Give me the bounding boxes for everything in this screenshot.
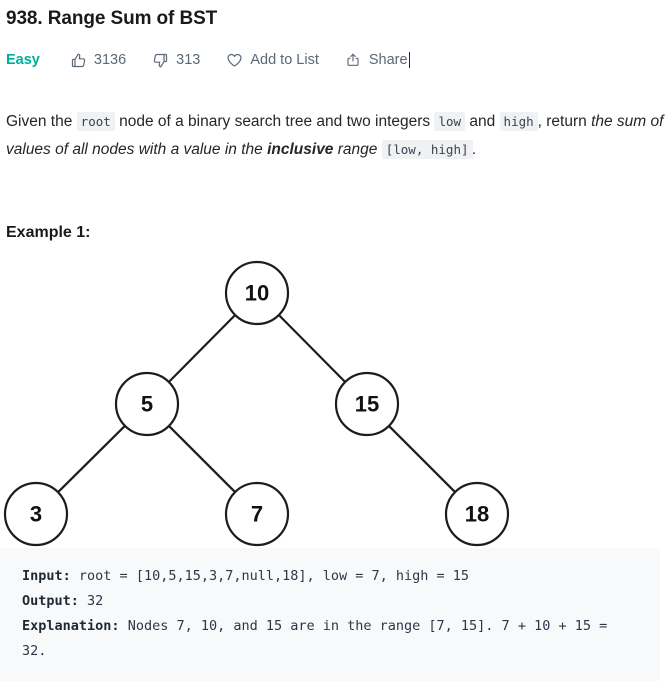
tree-node-15: 15	[334, 371, 400, 437]
tree-svg: 10 5 15 3 7 18	[3, 260, 510, 547]
inline-code-low: low	[434, 112, 466, 131]
desc-text-g: .	[472, 141, 477, 158]
tree-node-label: 3	[30, 502, 42, 527]
tree-edge-right-right-right	[388, 425, 456, 493]
tree-edge-left-left-left	[57, 425, 126, 493]
explanation-value: Nodes 7, 10, and 15 are in the range [7,…	[22, 618, 608, 659]
tree-node-circle	[224, 260, 290, 326]
dislike-count: 313	[176, 52, 201, 68]
tree-node-circle	[224, 481, 290, 547]
like-button[interactable]: 3136	[70, 52, 126, 69]
example-output-line: Output: 32	[22, 589, 638, 614]
inline-code-high: high	[499, 112, 538, 131]
difficulty-badge: Easy	[6, 52, 40, 68]
tree-edge-root-left	[168, 314, 236, 383]
share-button[interactable]: Share	[345, 52, 410, 69]
tree-node-label: 15	[355, 392, 379, 417]
tree-node-5: 5	[114, 371, 180, 437]
example-code-block: Input: root = [10,5,15,3,7,null,18], low…	[0, 548, 660, 681]
text-cursor	[408, 52, 410, 68]
tree-edge-root-right	[278, 314, 346, 383]
heart-icon	[226, 52, 243, 69]
tree-nodes: 10 5 15 3 7 18	[3, 260, 510, 547]
share-icon	[345, 52, 362, 69]
tree-node-label: 10	[245, 281, 269, 306]
share-label: Share	[368, 52, 408, 68]
add-to-list-label: Add to List	[250, 52, 319, 68]
page-title: 938. Range Sum of BST	[6, 8, 218, 29]
tree-edges	[57, 314, 456, 493]
description-line-2: the sum of values of all nodes with a va…	[6, 113, 664, 159]
tree-node-label: 7	[251, 502, 263, 527]
tree-node-10: 10	[224, 260, 290, 326]
tree-edge-left-left-right	[168, 425, 236, 493]
problem-meta-row: Easy 3136 313 Add to List	[6, 48, 436, 72]
tree-node-circle	[444, 481, 510, 547]
explanation-label: Explanation:	[22, 618, 120, 634]
inline-code-root: root	[76, 112, 115, 131]
output-label: Output:	[22, 593, 79, 609]
desc-text-b: node of a binary search tree and two int…	[119, 113, 431, 130]
tree-node-circle	[3, 481, 69, 547]
input-label: Input:	[22, 568, 71, 584]
binary-tree-diagram: 10 5 15 3 7 18	[0, 252, 671, 548]
thumbs-down-icon	[152, 52, 169, 69]
desc-emphasis-inclusive: inclusive	[267, 141, 334, 158]
tree-node-label: 5	[141, 392, 153, 417]
desc-text-c: and	[469, 113, 496, 130]
tree-node-18: 18	[444, 481, 510, 547]
tree-node-circle	[114, 371, 180, 437]
dislike-button[interactable]: 313	[152, 52, 200, 69]
tree-node-7: 7	[224, 481, 290, 547]
desc-text-d: , return	[537, 113, 587, 130]
thumbs-up-icon	[70, 52, 87, 69]
like-count: 3136	[93, 52, 127, 68]
input-value: root = [10,5,15,3,7,null,18], low = 7, h…	[78, 568, 470, 584]
problem-description: Given the root node of a binary search t…	[6, 108, 664, 164]
desc-text-e: the sum of values of all nodes with a va…	[6, 113, 664, 158]
tree-node-label: 18	[465, 502, 489, 527]
desc-text-f: range	[337, 141, 378, 158]
desc-text-a: Given the	[6, 113, 73, 130]
example-explanation-line: Explanation: Nodes 7, 10, and 15 are in …	[22, 614, 638, 664]
example-input-line: Input: root = [10,5,15,3,7,null,18], low…	[22, 564, 638, 589]
tree-node-circle	[334, 371, 400, 437]
tree-node-3: 3	[3, 481, 69, 547]
description-line-1: Given the root node of a binary search t…	[6, 112, 587, 131]
output-value: 32	[87, 593, 104, 609]
add-to-list-button[interactable]: Add to List	[226, 52, 319, 69]
inline-code-range: [low, high]	[381, 140, 473, 159]
example-heading: Example 1:	[6, 224, 91, 241]
